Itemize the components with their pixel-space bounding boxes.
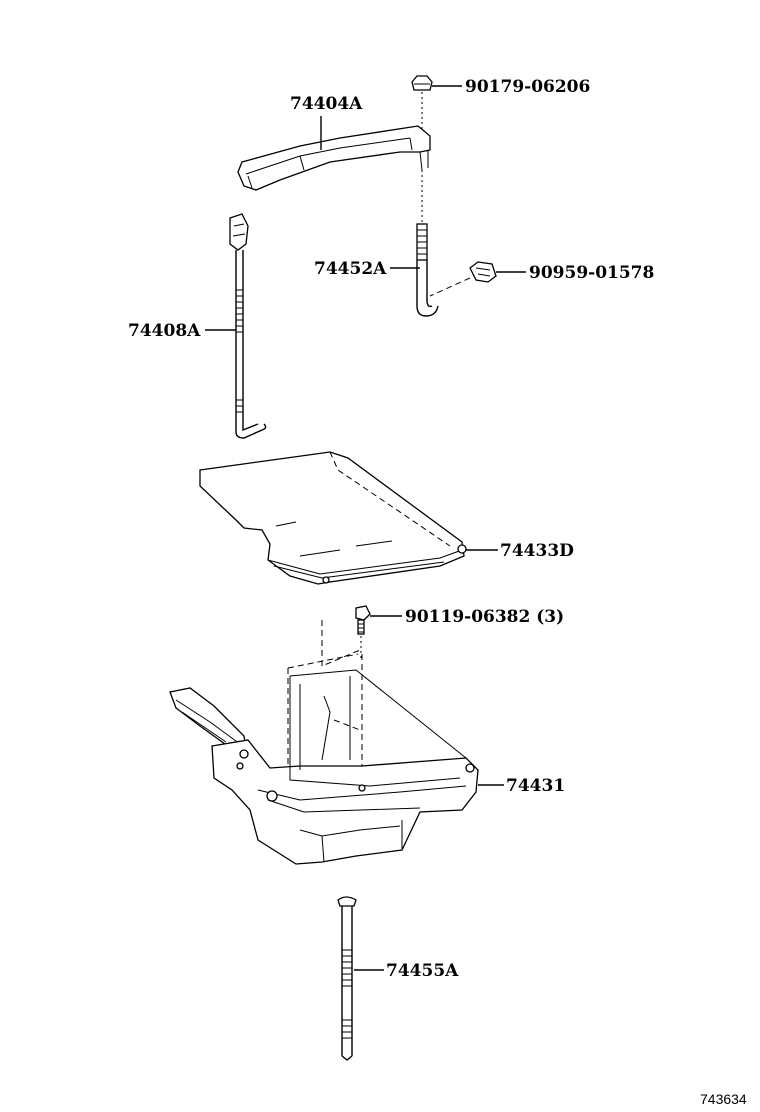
label-74455A: 74455A xyxy=(386,961,459,981)
bolt-90119-06382[interactable] xyxy=(355,605,371,660)
clip-90959-01578[interactable] xyxy=(429,261,497,297)
label-74431: 74431 xyxy=(506,776,565,796)
nut-90179-06206[interactable] xyxy=(411,75,433,132)
j-bolt-74452A[interactable] xyxy=(416,223,439,317)
j-bolt-74408A[interactable] xyxy=(229,213,267,439)
hold-down-clamp-74404A[interactable] xyxy=(237,125,431,191)
long-bolt-74455A[interactable] xyxy=(337,896,357,1061)
battery-tray-74431[interactable] xyxy=(169,620,479,865)
diagram-id: 743634 xyxy=(700,1091,747,1107)
label-90959-01578: 90959-01578 xyxy=(529,263,654,283)
insulator-74433D[interactable] xyxy=(199,451,467,585)
label-74452A: 74452A xyxy=(314,259,387,279)
label-90179-06206: 90179-06206 xyxy=(465,77,590,97)
label-74404A: 74404A xyxy=(290,94,363,114)
label-74433D: 74433D xyxy=(500,541,574,561)
label-90119-06382: 90119-06382 (3) xyxy=(405,607,564,627)
label-74408A: 74408A xyxy=(128,321,201,341)
